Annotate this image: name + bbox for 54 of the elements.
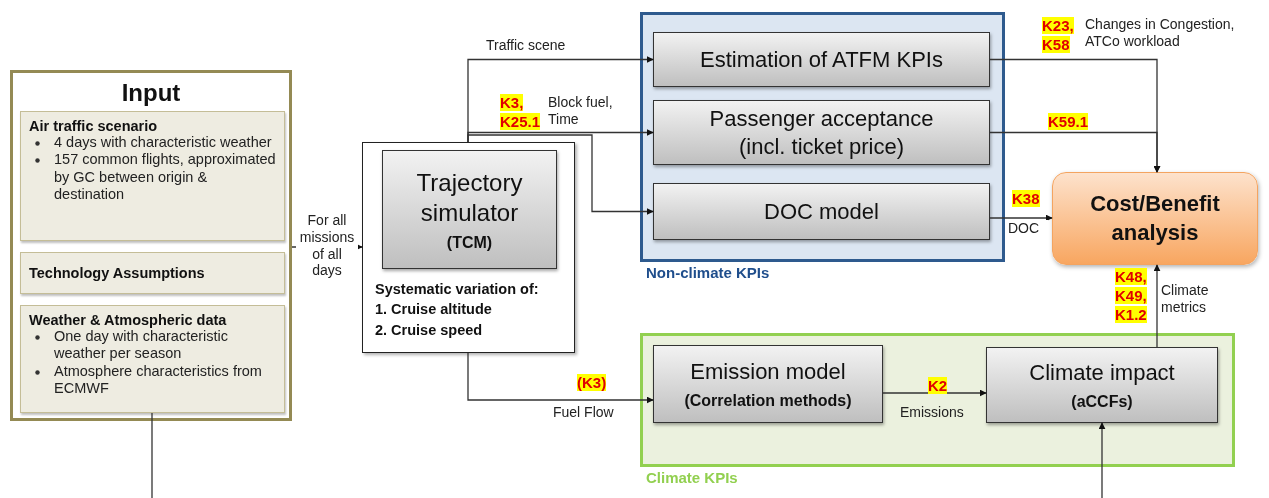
box-title: Cost/Benefit analysis: [1089, 189, 1221, 247]
variation-text: 2. Cruise speed: [375, 320, 484, 340]
edge-label: For all missions of all days: [296, 212, 358, 280]
kpi-tag: (K3): [577, 374, 607, 392]
group-label: Non-climate KPIs: [646, 264, 770, 281]
kpi-tag: K48,: [1115, 268, 1147, 286]
connector-arrow: [989, 214, 1053, 222]
kpi-tag: K49,: [1115, 287, 1147, 305]
result-box: [1052, 172, 1258, 265]
process-box: [653, 100, 990, 165]
bullet-text: Atmosphere characteristics from ECMWF: [54, 362, 263, 398]
input-panel: [20, 252, 285, 294]
kpi-tag: K3,: [500, 94, 524, 112]
process-box: [653, 345, 883, 423]
kpi-tag: K25.1: [500, 113, 541, 131]
process-box: [382, 150, 557, 269]
group-label: Climate KPIs: [646, 469, 738, 486]
kpi-tag: K2: [928, 377, 948, 395]
box-subtitle: (aCCFs): [1071, 392, 1133, 411]
kpi-tag: K59.1: [1048, 113, 1089, 131]
box-title: Estimation of ATFM KPIs: [700, 45, 943, 74]
panel-heading: Technology Assumptions: [29, 265, 206, 281]
group-title: Input: [121, 79, 181, 107]
box-title: DOC model: [764, 197, 879, 226]
box-title: Passenger acceptance (incl. ticket price): [708, 105, 935, 160]
box-subtitle: (TCM): [446, 233, 493, 252]
kpi-tag: K58: [1042, 36, 1070, 54]
variation-text: 1. Cruise altitude: [375, 300, 493, 320]
connector-arrow: [467, 134, 654, 215]
kpi-tag: K23,: [1042, 17, 1074, 35]
connector-arrow: [467, 352, 654, 404]
bullet-text: One day with characteristic weather per season: [54, 328, 230, 363]
process-box: [653, 32, 990, 87]
connector-arrow: [989, 131, 1161, 173]
simulator-frame: [362, 142, 575, 353]
box-title: Climate impact: [1029, 359, 1175, 387]
panel-heading: Air traffic scenario: [29, 118, 159, 134]
process-box: [653, 183, 990, 240]
connector-arrow: [882, 389, 987, 397]
bullet-text: 4 days with characteristic weather: [54, 134, 272, 152]
box-title: Emission model: [690, 358, 846, 386]
input-panel: [20, 305, 285, 413]
kpi-tag: K1.2: [1115, 306, 1147, 324]
input-group-box: [10, 70, 292, 421]
connector-arrow: [1153, 264, 1161, 348]
bullet-text: 157 common flights, approximated by GC between origin & destination: [54, 151, 276, 204]
kpi-tag: K38: [1012, 190, 1040, 208]
box-subtitle: (Correlation methods): [684, 391, 852, 410]
connector-arrow: [1098, 422, 1106, 498]
variation-text: Systematic variation of:: [375, 280, 540, 300]
box-title: Trajectory simulator: [415, 167, 524, 228]
panel-heading: Weather & Atmospheric data: [29, 312, 228, 328]
input-panel: [20, 111, 285, 241]
process-box: [986, 347, 1218, 423]
